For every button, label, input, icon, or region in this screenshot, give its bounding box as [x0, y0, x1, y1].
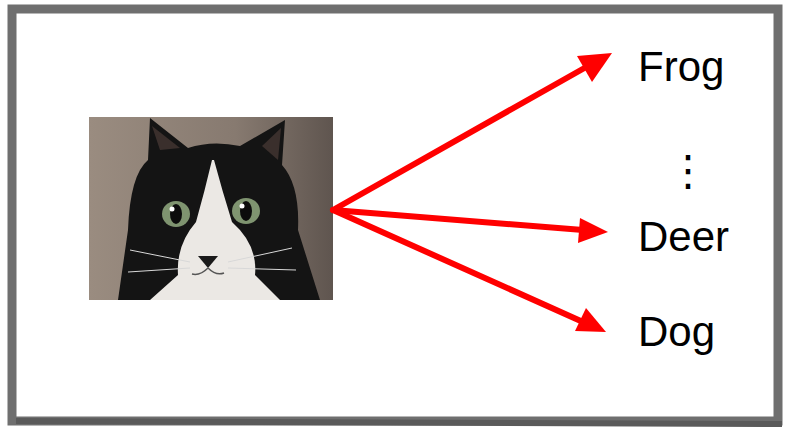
frame	[12, 9, 778, 421]
class-label: Frog	[638, 46, 724, 88]
class-label: Dog	[638, 311, 715, 353]
ellipsis-mark: ⋮	[667, 150, 709, 192]
frame-shadow	[16, 421, 782, 424]
arrow-lines	[333, 66, 588, 322]
cat-photo	[89, 117, 333, 300]
class-label: Deer	[638, 216, 729, 258]
arrow-heads	[575, 53, 612, 332]
